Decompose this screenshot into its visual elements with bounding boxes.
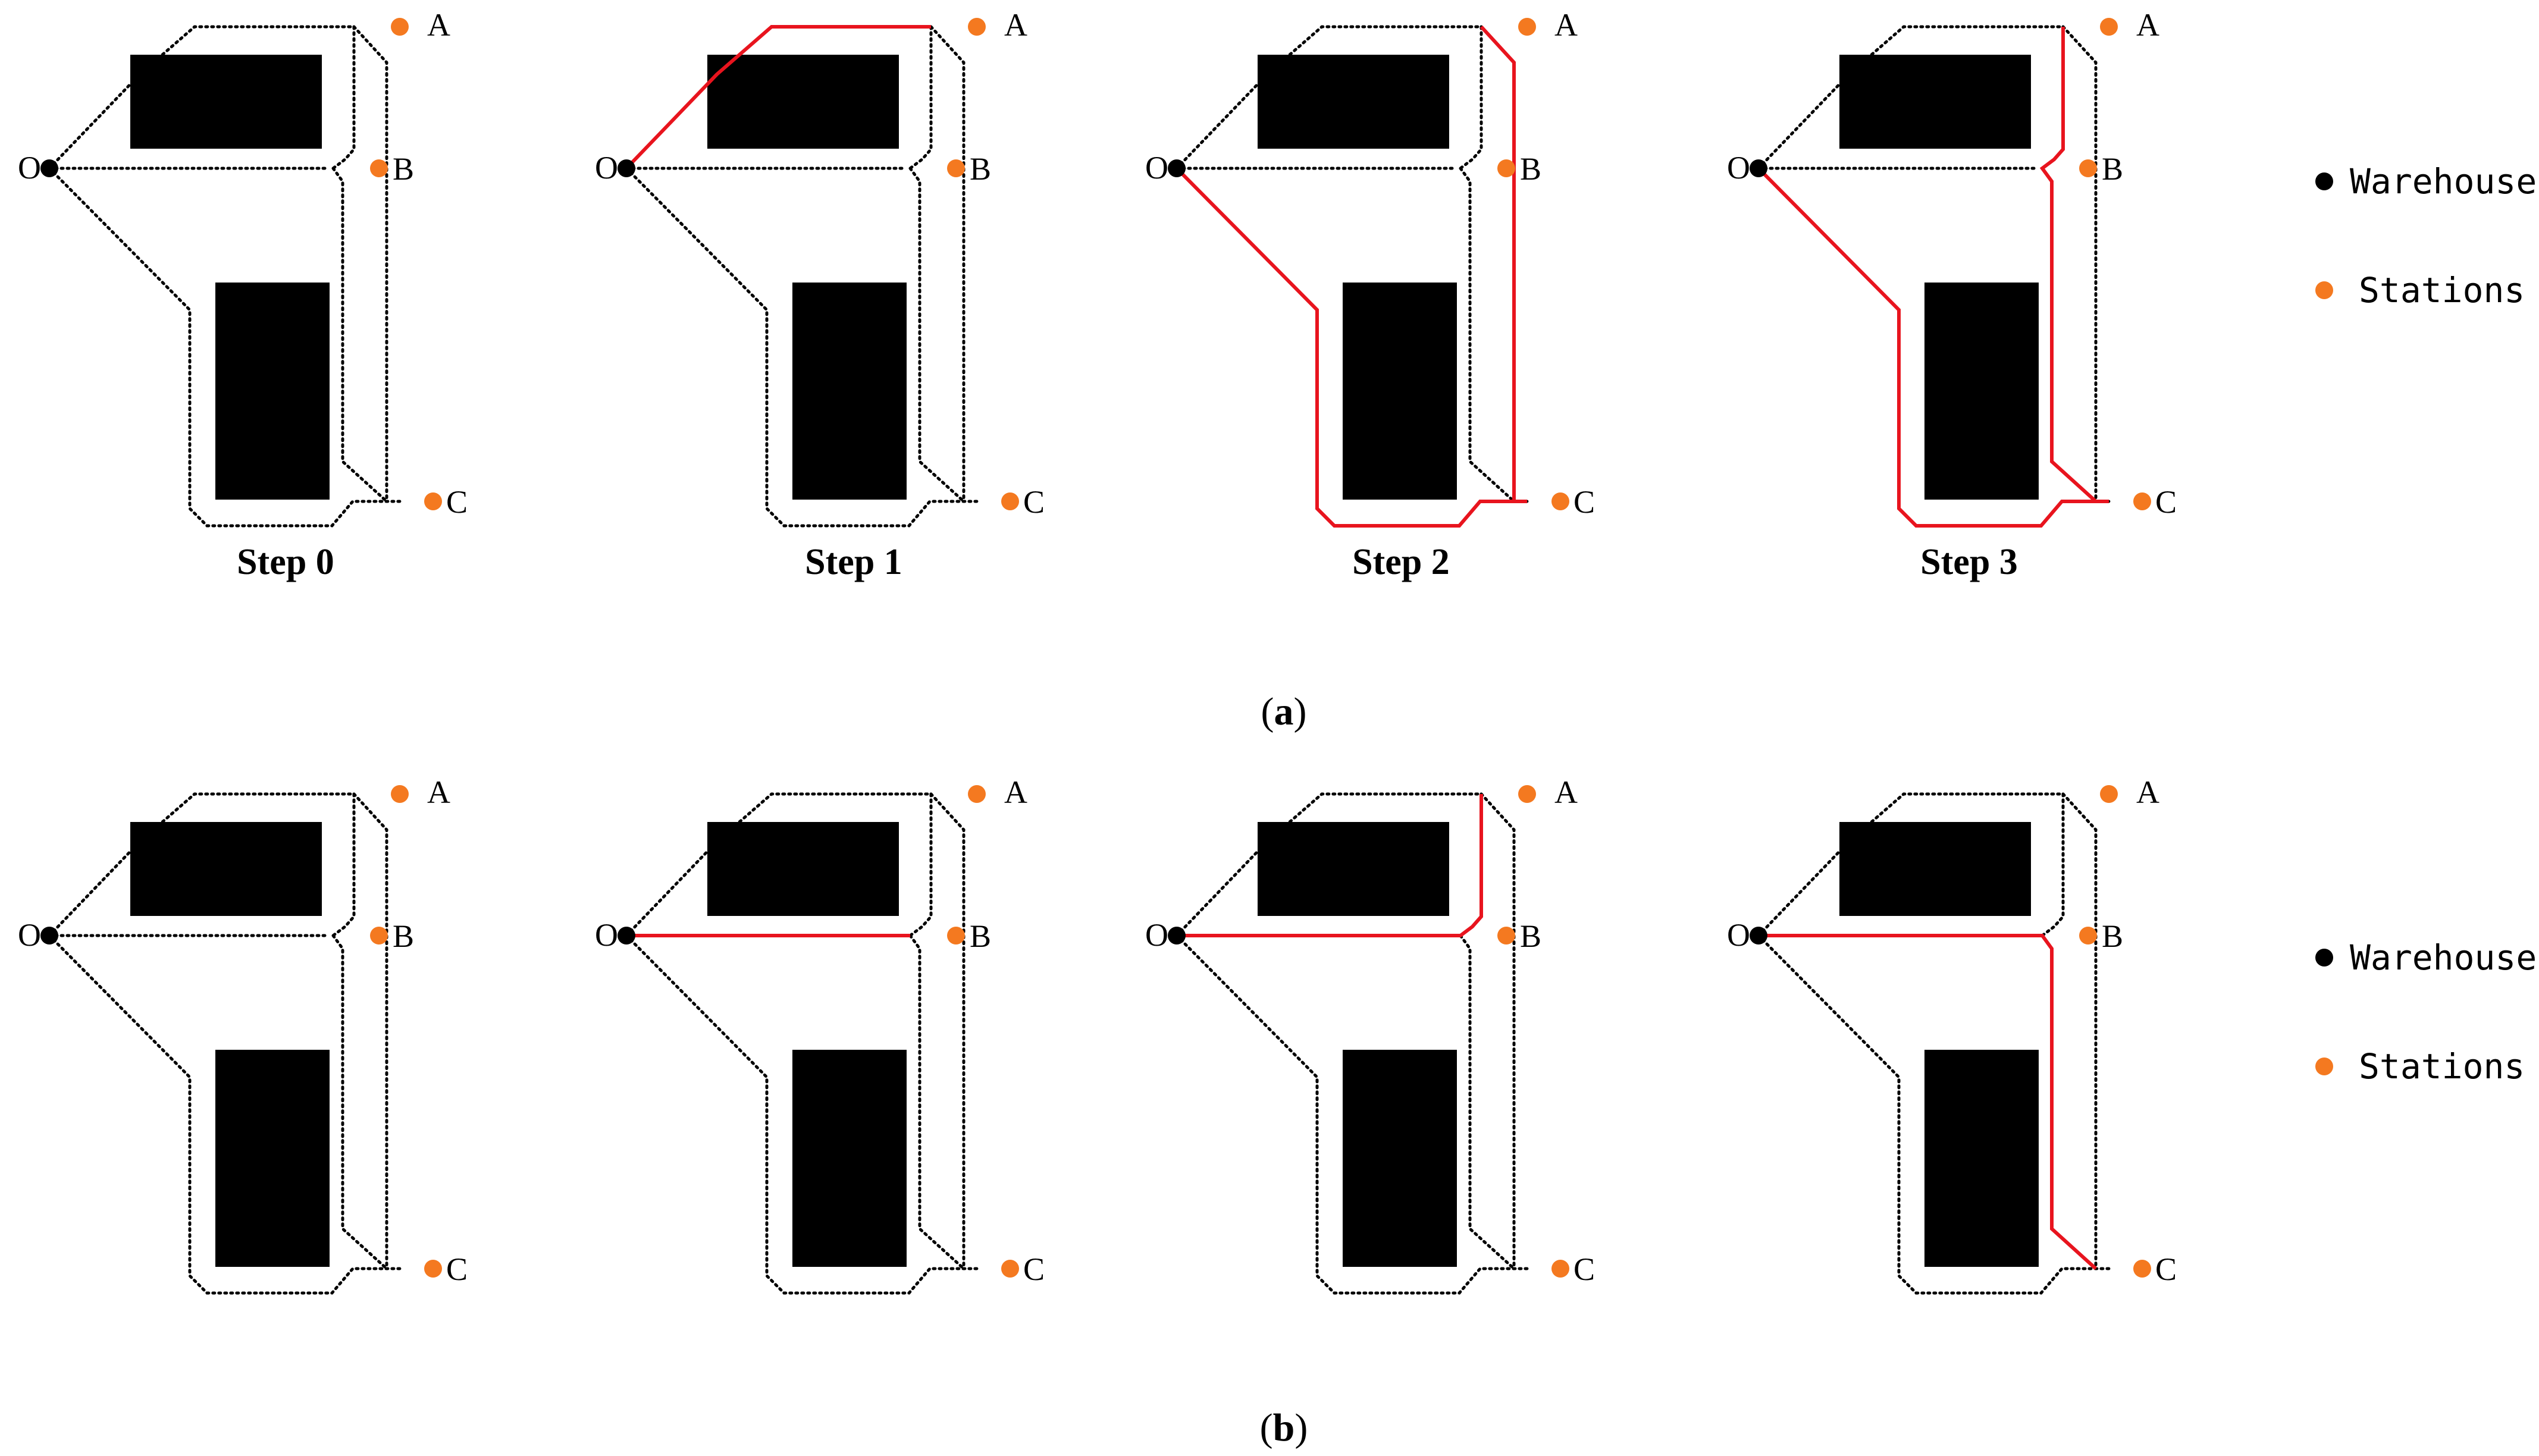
step-label-a-1: Step 1	[805, 542, 902, 582]
panel-a-step2	[1177, 27, 1527, 526]
warehouse-node-O	[40, 159, 58, 177]
node-label-O: O	[18, 917, 41, 953]
node-label-A: A	[2136, 7, 2159, 43]
panel-a-step1	[626, 27, 977, 526]
node-label-C: C	[2155, 484, 2177, 520]
legend-b: Warehouse Stations	[2315, 937, 2537, 1087]
station-node-A	[391, 785, 409, 803]
station-node-C	[2133, 492, 2151, 510]
station-node-B	[947, 159, 965, 177]
node-label-A: A	[427, 7, 450, 43]
station-node-B	[947, 927, 965, 944]
station-node-B	[1497, 927, 1515, 944]
node-markers: O A B C O A B C O A B C O A B C O A B C O A B C O A B C O A B C	[18, 7, 2177, 1287]
station-node-B	[2079, 159, 2097, 177]
node-label-O: O	[1145, 150, 1168, 186]
warehouse-marker-icon	[2315, 949, 2333, 967]
node-label-O: O	[595, 917, 618, 953]
node-label-B: B	[2102, 151, 2123, 187]
legend-stations-label: Stations	[2359, 1046, 2525, 1087]
station-node-B	[2079, 927, 2097, 944]
warehouse-node-O	[1168, 159, 1186, 177]
step-label-a-2: Step 2	[1352, 542, 1450, 582]
station-node-A	[968, 18, 986, 36]
node-label-A: A	[1004, 7, 1027, 43]
panel-b-step0	[49, 794, 400, 1293]
warehouse-node-O	[1168, 927, 1186, 944]
node-label-C: C	[2155, 1251, 2177, 1287]
station-node-C	[1551, 492, 1569, 510]
panel-b-step2	[1177, 794, 1527, 1293]
node-label-B: B	[393, 918, 414, 954]
legend-a: Warehouse Stations	[2315, 161, 2537, 310]
node-label-O: O	[1727, 150, 1750, 186]
node-label-A: A	[2136, 774, 2159, 810]
legend-warehouse-label: Warehouse	[2350, 937, 2537, 978]
station-node-C	[424, 1260, 442, 1278]
node-label-O: O	[1145, 917, 1168, 953]
node-label-O: O	[595, 150, 618, 186]
node-label-O: O	[18, 150, 41, 186]
panel-b-step3	[1759, 794, 2109, 1293]
caption-b: (b)	[1260, 1406, 1308, 1449]
station-node-A	[1518, 785, 1536, 803]
node-label-B: B	[1520, 918, 1541, 954]
node-label-C: C	[1573, 1251, 1595, 1287]
station-node-B	[370, 159, 388, 177]
station-node-A	[391, 18, 409, 36]
panel-a-step3	[1759, 27, 2109, 526]
legend-warehouse-label: Warehouse	[2350, 161, 2537, 202]
panel-a-step0	[49, 27, 400, 526]
node-label-A: A	[427, 774, 450, 810]
node-label-C: C	[1023, 1251, 1045, 1287]
node-label-B: B	[393, 151, 414, 187]
warehouse-node-O	[617, 159, 635, 177]
station-node-A	[968, 785, 986, 803]
caption-a: (a)	[1261, 690, 1307, 733]
station-node-C	[1001, 1260, 1019, 1278]
node-label-A: A	[1004, 774, 1027, 810]
warehouse-node-O	[1750, 159, 1767, 177]
warehouse-node-O	[617, 927, 635, 944]
node-label-B: B	[2102, 918, 2123, 954]
station-marker-icon	[2315, 281, 2333, 299]
station-node-A	[2100, 18, 2118, 36]
step-label-a-3: Step 3	[1920, 542, 2018, 582]
station-node-C	[424, 492, 442, 510]
station-node-B	[1497, 159, 1515, 177]
station-node-C	[1551, 1260, 1569, 1278]
station-node-C	[1001, 492, 1019, 510]
legend-stations-label: Stations	[2359, 270, 2525, 310]
warehouse-node-O	[40, 927, 58, 944]
node-label-A: A	[1554, 774, 1578, 810]
station-node-B	[370, 927, 388, 944]
node-label-C: C	[1023, 484, 1045, 520]
warehouse-node-O	[1750, 927, 1767, 944]
step-label-a-0: Step 0	[237, 542, 334, 582]
station-node-C	[2133, 1260, 2151, 1278]
node-label-C: C	[446, 1251, 468, 1287]
node-label-A: A	[1554, 7, 1578, 43]
node-label-C: C	[1573, 484, 1595, 520]
node-label-C: C	[446, 484, 468, 520]
node-label-B: B	[970, 151, 991, 187]
panel-b-step1	[626, 794, 977, 1293]
node-label-O: O	[1727, 917, 1750, 953]
warehouse-marker-icon	[2315, 172, 2333, 190]
station-marker-icon	[2315, 1058, 2333, 1075]
node-label-B: B	[970, 918, 991, 954]
station-node-A	[1518, 18, 1536, 36]
node-label-B: B	[1520, 151, 1541, 187]
station-node-A	[2100, 785, 2118, 803]
